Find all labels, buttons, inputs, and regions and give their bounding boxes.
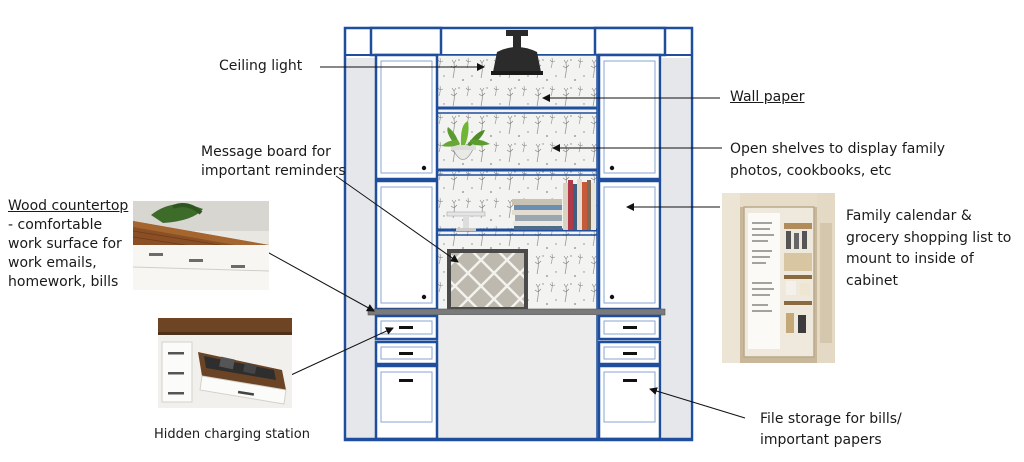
potted-plant bbox=[442, 121, 490, 160]
label-file-storage-line1: File storage for bills/ bbox=[760, 411, 902, 427]
label-family-calendar-line3: mount to inside of bbox=[846, 251, 974, 267]
label-message-board-line1: Message board for bbox=[201, 144, 331, 160]
label-message-board-line2: important reminders bbox=[201, 163, 346, 179]
left-upper-door-2 bbox=[374, 179, 439, 311]
label-file-storage-line2: important papers bbox=[760, 432, 882, 448]
label-open-shelves-line2: photos, cookbooks, etc bbox=[730, 163, 892, 179]
left-upper-door-1 bbox=[374, 53, 439, 181]
wood-countertop-photo bbox=[133, 201, 269, 290]
arrow-hidden-charging bbox=[290, 327, 394, 376]
label-open-shelves-line1: Open shelves to display family bbox=[730, 141, 946, 157]
arrow-message-board bbox=[335, 175, 459, 263]
cake-stand bbox=[446, 211, 486, 231]
label-ceiling-light: Ceiling light bbox=[219, 58, 303, 74]
arrow-file-storage bbox=[649, 387, 746, 419]
countertop bbox=[367, 308, 666, 316]
label-wall-paper: Wall paper bbox=[730, 89, 805, 105]
hidden-charging-photo bbox=[158, 318, 292, 408]
label-wood-countertop-line3: work emails, bbox=[8, 255, 97, 271]
label-wood-countertop-line2: work surface for bbox=[8, 236, 122, 252]
label-wood-countertop-line4: homework, bills bbox=[8, 274, 119, 290]
knee-space bbox=[437, 315, 597, 439]
left-side-panel bbox=[346, 58, 376, 439]
cookbooks bbox=[512, 179, 596, 230]
label-hidden-charging: Hidden charging station bbox=[154, 427, 310, 442]
label-family-calendar-line4: cabinet bbox=[846, 273, 899, 289]
message-board bbox=[447, 249, 528, 311]
label-wood-countertop-title: Wood countertop bbox=[8, 198, 129, 214]
label-family-calendar-line1: Family calendar & bbox=[846, 208, 972, 224]
right-upper-door-2 bbox=[597, 179, 662, 311]
left-file-drawer bbox=[374, 364, 439, 441]
label-family-calendar-line2: grocery shopping list to bbox=[846, 230, 1012, 246]
right-upper-door-1 bbox=[597, 53, 662, 181]
left-crown-box bbox=[369, 26, 443, 57]
right-side-panel bbox=[662, 58, 690, 439]
family-calendar-photo bbox=[722, 193, 835, 363]
right-crown-box bbox=[593, 26, 667, 57]
label-wood-countertop-line1: - comfortable bbox=[8, 217, 103, 233]
right-file-drawer bbox=[597, 364, 662, 441]
arrow-wood-countertop bbox=[259, 247, 375, 312]
ceiling-light-fixture bbox=[491, 30, 543, 75]
